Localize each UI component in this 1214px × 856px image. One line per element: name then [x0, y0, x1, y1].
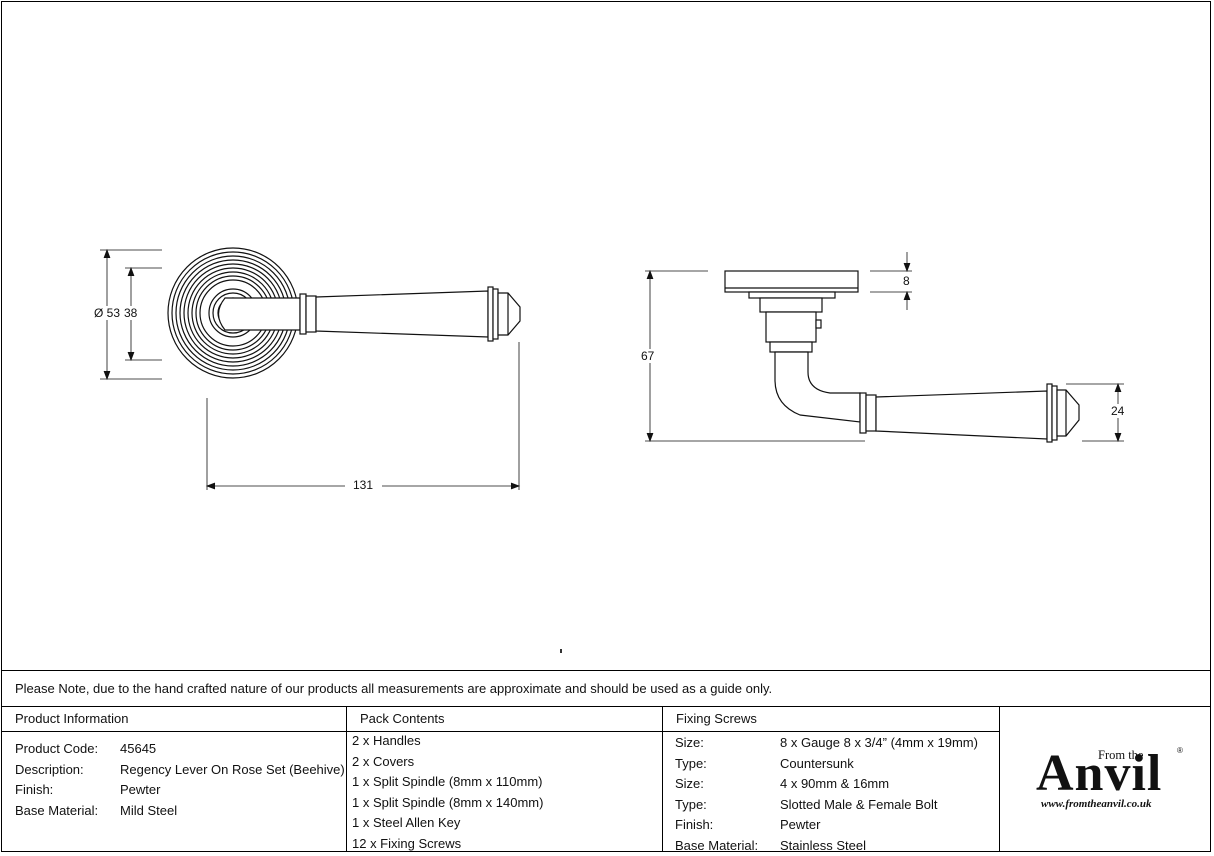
measurement-note: Please Note, due to the hand crafted nat…	[15, 681, 772, 696]
logo-url: www.fromtheanvil.co.uk	[1041, 798, 1152, 810]
stray-mark	[560, 649, 562, 653]
col-divider-2	[662, 706, 663, 852]
fixing-screws-labels: Size: Type: Size: Type: Finish: Base Mat…	[675, 733, 758, 856]
list-item: 12 x Fixing Screws	[352, 834, 543, 855]
screw-base-material-value: Stainless Steel	[780, 836, 978, 856]
list-item: 1 x Split Spindle (8mm x 110mm)	[352, 772, 543, 793]
base-material-value: Mild Steel	[120, 801, 345, 822]
pack-contents-heading: Pack Contents	[360, 711, 445, 726]
screw-base-material-label: Base Material:	[675, 836, 758, 856]
finish-value: Pewter	[120, 780, 345, 801]
note-rule	[1, 706, 1211, 707]
bolt-type-value: Slotted Male & Female Bolt	[780, 795, 978, 816]
logo-word: Anvil	[1036, 748, 1162, 800]
table-top-rule	[1, 670, 1211, 671]
rose-outer-diameter-label: Ø 53	[94, 306, 120, 320]
product-info-labels: Product Code: Description: Finish: Base …	[15, 739, 98, 821]
screw-type-value: Countersunk	[780, 754, 978, 775]
screw-type-label: Type:	[675, 754, 758, 775]
front-view-dimension-lines	[100, 250, 519, 490]
product-code-label: Product Code:	[15, 739, 98, 760]
list-item: 2 x Handles	[352, 731, 543, 752]
product-information-heading: Product Information	[15, 711, 128, 726]
col-divider-1	[346, 706, 347, 852]
col-divider-3	[999, 706, 1000, 852]
list-item: 2 x Covers	[352, 752, 543, 773]
base-material-label: Base Material:	[15, 801, 98, 822]
finish-label: Finish:	[15, 780, 98, 801]
fixing-screws-heading: Fixing Screws	[676, 711, 757, 726]
screw-size-label: Size:	[675, 733, 758, 754]
overall-length-label: 131	[353, 478, 373, 492]
pack-contents-list: 2 x Handles 2 x Covers 1 x Split Spindle…	[352, 731, 543, 854]
description-value: Regency Lever On Rose Set (Beehive)	[120, 760, 345, 781]
rose-inner-diameter-label: 38	[124, 306, 137, 320]
bolt-size-label: Size:	[675, 774, 758, 795]
product-info-values: 45645 Regency Lever On Rose Set (Beehive…	[120, 739, 345, 821]
list-item: 1 x Split Spindle (8mm x 140mm)	[352, 793, 543, 814]
bolt-size-value: 4 x 90mm & 16mm	[780, 774, 978, 795]
fixing-screws-values: 8 x Gauge 8 x 3/4” (4mm x 19mm) Counters…	[780, 733, 978, 856]
screw-finish-label: Finish:	[675, 815, 758, 836]
logo-registered-mark: ®	[1177, 746, 1183, 755]
bolt-type-label: Type:	[675, 795, 758, 816]
list-item: 1 x Steel Allen Key	[352, 813, 543, 834]
side-view-lever	[725, 271, 1079, 442]
screw-finish-value: Pewter	[780, 815, 978, 836]
overall-projection-label: 67	[641, 349, 654, 363]
screw-size-value: 8 x Gauge 8 x 3/4” (4mm x 19mm)	[780, 733, 978, 754]
description-label: Description:	[15, 760, 98, 781]
lever-tip-height-label: 24	[1111, 404, 1124, 418]
product-code-value: 45645	[120, 739, 345, 760]
cover-thickness-label: 8	[903, 274, 910, 288]
